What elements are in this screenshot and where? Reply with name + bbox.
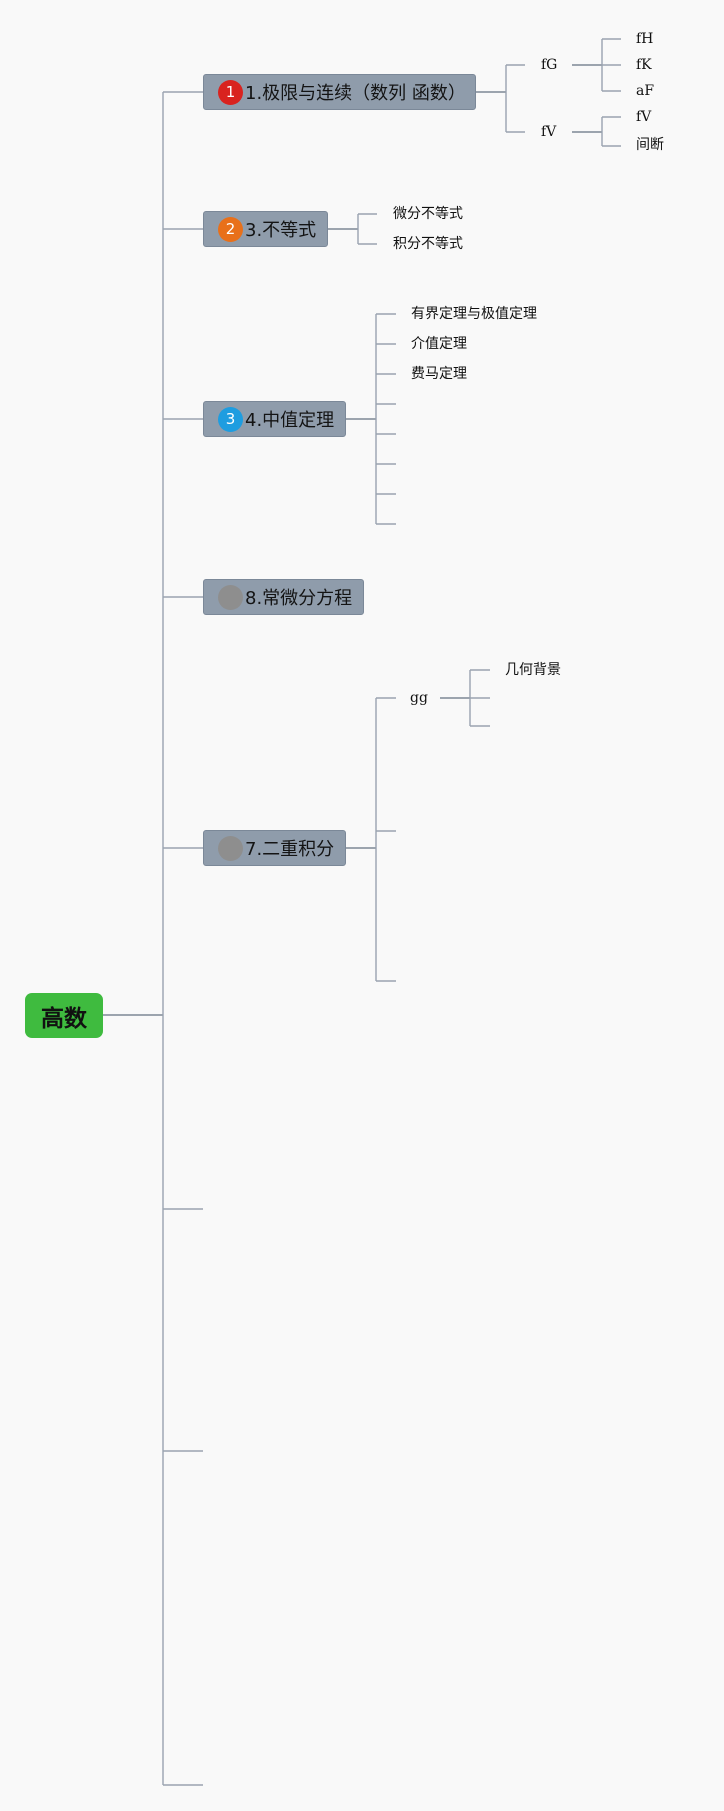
leaf-fK[interactable]: fK	[636, 57, 652, 73]
subtopic-fV[interactable]: fV	[541, 124, 557, 140]
leaf-fermat-theorem[interactable]: 费马定理	[411, 366, 467, 382]
leaf-fH[interactable]: fH	[636, 31, 654, 47]
priority-badge-icon: 3	[218, 406, 243, 432]
priority-badge-icon	[218, 835, 243, 861]
topic-mean-value-theorem[interactable]: 3 4.中值定理	[203, 401, 346, 437]
topic-label: 8.常微分方程	[245, 588, 353, 609]
priority-badge-icon: 2	[218, 216, 243, 242]
topic-label: 7.二重积分	[245, 839, 335, 860]
topic-label: 3.不等式	[245, 220, 317, 241]
subtopic-gg[interactable]: gg	[410, 690, 428, 706]
topic-double-integral[interactable]: 7.二重积分	[203, 830, 346, 866]
root-label: 高数	[41, 1005, 87, 1032]
topic-label: 4.中值定理	[245, 410, 335, 431]
topic-limits-continuity[interactable]: 1 1.极限与连续（数列 函数）	[203, 74, 476, 110]
subtopic-fG[interactable]: fG	[541, 57, 558, 73]
priority-badge-icon: 1	[218, 79, 243, 105]
leaf-intermediate-value[interactable]: 介值定理	[411, 336, 467, 352]
leaf-discontinuity[interactable]: 间断	[636, 137, 664, 153]
leaf-integral-inequality[interactable]: 积分不等式	[393, 236, 463, 252]
leaf-boundedness-extreme-value[interactable]: 有界定理与极值定理	[411, 306, 537, 322]
leaf-aF[interactable]: aF	[636, 83, 655, 99]
topic-label: 1.极限与连续（数列 函数）	[245, 83, 466, 104]
topic-ode[interactable]: 8.常微分方程	[203, 579, 364, 615]
priority-badge-icon	[218, 584, 243, 610]
leaf-geometric-background[interactable]: 几何背景	[505, 662, 561, 678]
topic-inequalities[interactable]: 2 3.不等式	[203, 211, 328, 247]
root-node[interactable]: 高数	[25, 993, 103, 1038]
leaf-differential-inequality[interactable]: 微分不等式	[393, 206, 463, 222]
leaf-fV[interactable]: fV	[636, 109, 652, 125]
